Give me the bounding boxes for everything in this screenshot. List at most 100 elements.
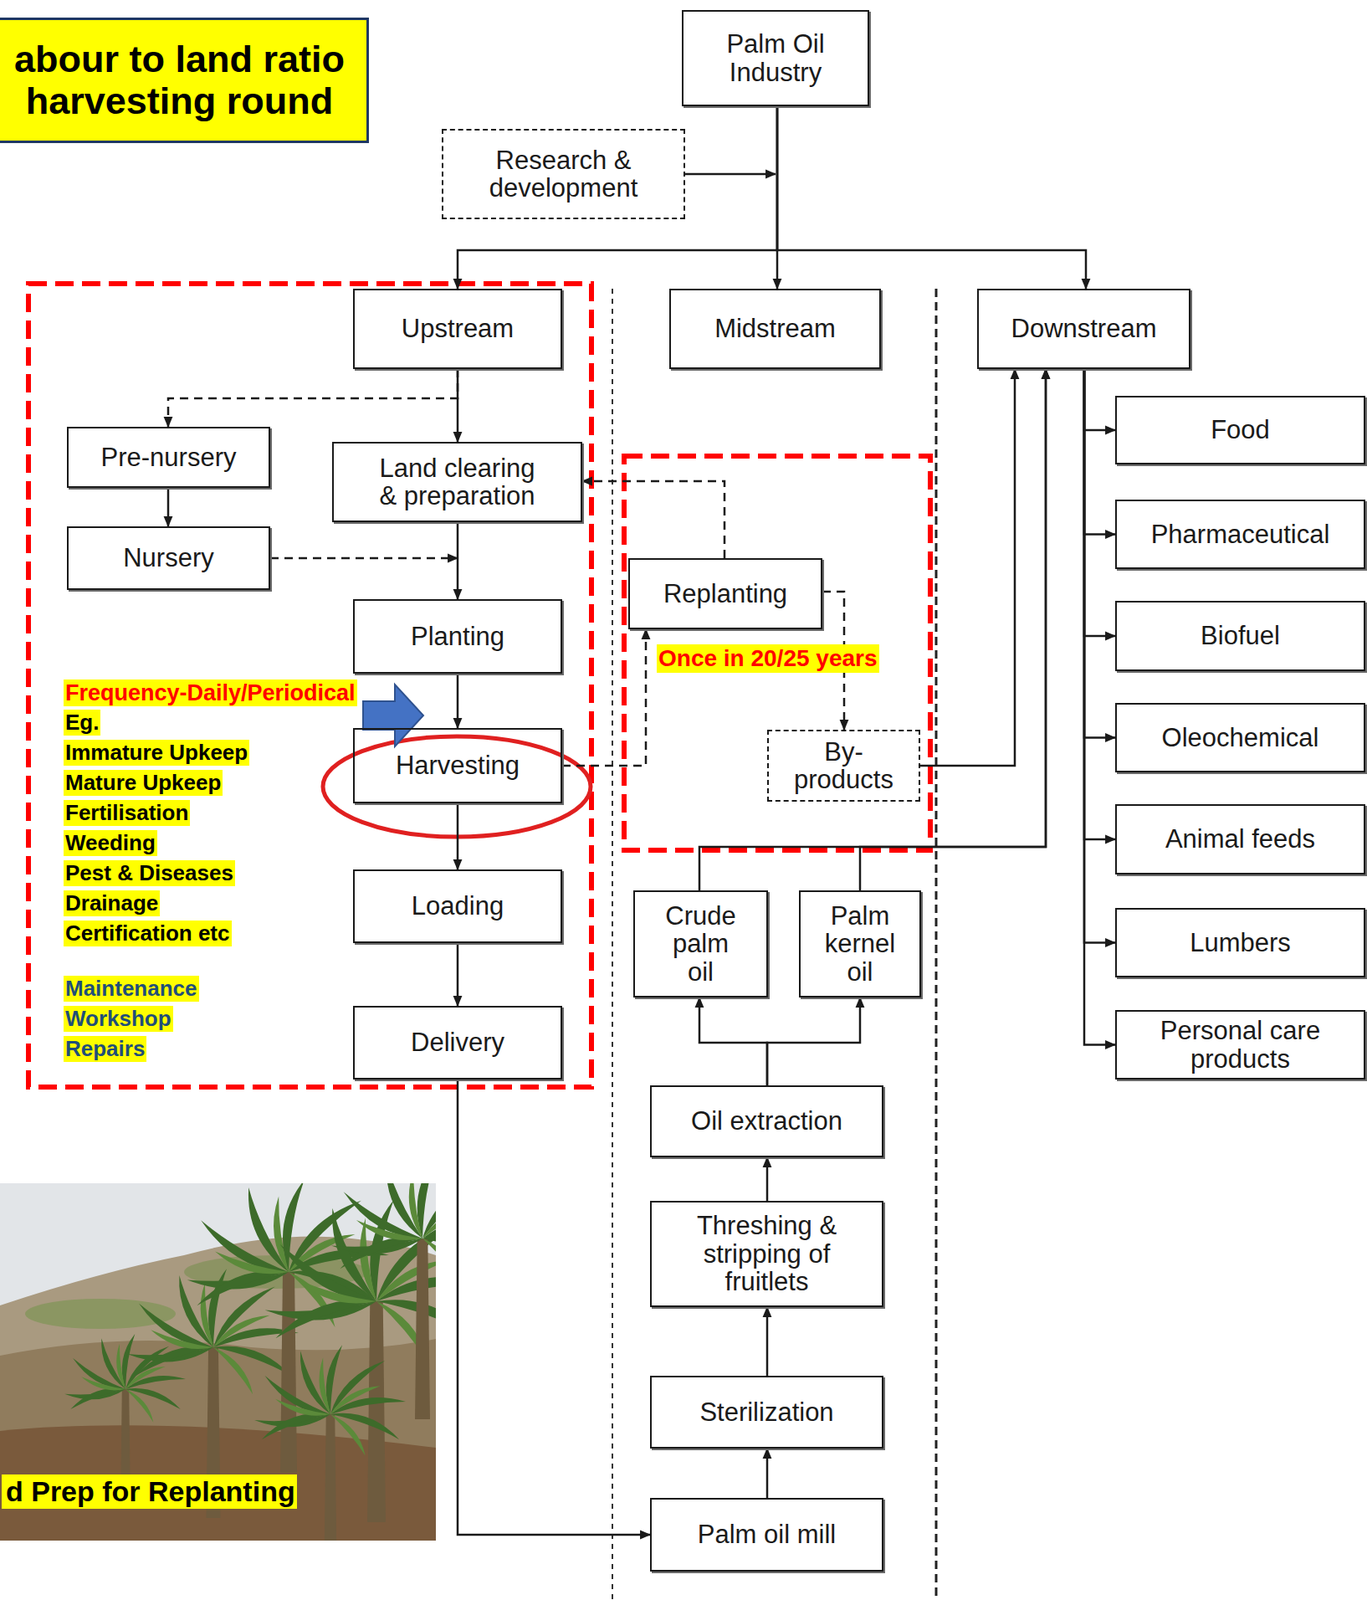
process-box: Sterilization: [650, 1375, 884, 1449]
box-label: Replanting: [663, 579, 788, 608]
connector-arrow: [1084, 368, 1116, 431]
box-label: By-products: [785, 737, 903, 794]
connector-arrow: [685, 173, 776, 176]
highlight-frame: [28, 283, 592, 1087]
box-label: Palm Oil Industry: [700, 30, 851, 87]
box-label: Loading: [411, 891, 504, 920]
process-box: Animal feeds: [1115, 803, 1366, 875]
annotation-label: Maintenance: [63, 975, 200, 1002]
connector-arrow: [1084, 368, 1116, 738]
connector-arrow: [1084, 368, 1116, 535]
process-box: Threshing & stripping of fruitlets: [650, 1200, 884, 1307]
box-label: Research & development: [443, 146, 684, 203]
box-label: Pharmaceutical: [1151, 520, 1331, 548]
process-box: Harvesting: [353, 727, 563, 804]
process-box: Food: [1115, 395, 1366, 465]
connector-arrow: [767, 997, 861, 1086]
connector-arrow: [168, 368, 458, 427]
annotation-label: Eg.: [63, 709, 101, 736]
palm-tree: [330, 1182, 436, 1419]
process-box: Upstream: [353, 288, 563, 369]
box-label: Harvesting: [395, 751, 520, 779]
pointer-arrow: [363, 684, 424, 747]
process-box: Biofuel: [1115, 600, 1366, 671]
connector-arrow: [920, 368, 1015, 766]
box-label: abour to land ratio harvesting round: [1, 38, 358, 123]
box-label: Oil extraction: [691, 1106, 843, 1135]
box-label: Planting: [410, 622, 505, 651]
box-label: Threshing & stripping of fruitlets: [683, 1211, 851, 1296]
process-box: Midstream: [669, 288, 881, 369]
annotation-label: Weeding: [63, 829, 158, 856]
connector-arrow: [1084, 368, 1116, 840]
connector-arrow: [456, 673, 460, 728]
connector-arrow: [562, 629, 646, 766]
process-box: Pharmaceutical: [1115, 499, 1366, 569]
box-label: Downstream: [1011, 314, 1158, 343]
dashed-box: Research & development: [441, 128, 686, 220]
connector-arrow: [1084, 368, 1116, 943]
highlight-frame: [624, 455, 931, 850]
process-box: Oleochemical: [1115, 702, 1366, 773]
stage-divider: [935, 288, 938, 1600]
connector-arrow: [766, 1157, 769, 1201]
annotation-label: Certification etc: [63, 920, 232, 947]
connector-arrow: [777, 106, 1086, 289]
connector-arrow: [456, 803, 460, 870]
process-box: Palm kernel oil: [798, 890, 922, 998]
connector-arrow: [766, 1306, 769, 1376]
connector-arrow: [456, 368, 460, 442]
annotation-label: d Prep for Replanting: [1, 1474, 297, 1509]
process-box: Crude palm oil: [633, 890, 768, 998]
connector-arrow: [1084, 368, 1116, 1045]
palm-tree: [254, 1343, 406, 1541]
process-box: Downstream: [977, 288, 1191, 369]
box-label: Palm oil mill: [697, 1520, 836, 1548]
annotation-label: Drainage: [63, 890, 160, 917]
box-label: Biofuel: [1200, 621, 1280, 650]
box-label: Personal care products: [1140, 1016, 1342, 1073]
box-label: Sterilization: [699, 1397, 834, 1426]
connector-arrow: [699, 997, 768, 1086]
box-label: Animal feeds: [1165, 824, 1316, 853]
process-box: Loading: [353, 869, 563, 943]
photo-vegetation: [25, 1298, 176, 1329]
process-box: Delivery: [353, 1005, 563, 1080]
box-label: Midstream: [714, 314, 836, 343]
connector-arrow: [699, 368, 1046, 891]
palm-tree: [264, 1197, 436, 1522]
annotation-label: Once in 20/25 years: [656, 644, 880, 673]
box-label: Delivery: [410, 1028, 505, 1056]
box-label: Oleochemical: [1162, 723, 1320, 752]
process-box: Personal care products: [1115, 1009, 1366, 1080]
connector-arrow: [457, 1079, 651, 1535]
process-box: Planting: [353, 599, 563, 674]
box-label: Lumbers: [1189, 928, 1291, 957]
process-box: Palm oil mill: [650, 1497, 884, 1572]
annotation-label: Pest & Diseases: [63, 860, 236, 886]
connector-arrow: [456, 522, 460, 600]
process-box: Replanting: [628, 558, 823, 630]
connector-arrow: [860, 368, 1046, 891]
box-label: Land clearing & preparation: [371, 454, 543, 511]
stage-divider: [611, 288, 614, 1600]
process-box: Pre-nursery: [66, 426, 271, 488]
box-label: Upstream: [401, 314, 514, 343]
box-label: Palm kernel oil: [818, 901, 902, 986]
box-label: Crude palm oil: [659, 901, 743, 986]
process-box: Oil extraction: [650, 1085, 884, 1158]
connector-arrow: [1084, 368, 1116, 636]
annotation-label: Frequency-Daily/Periodical: [63, 679, 358, 707]
process-box: Nursery: [66, 526, 271, 590]
replanting-photo: [0, 1182, 436, 1541]
box-label: Pre-nursery: [101, 443, 237, 472]
box-label: Nursery: [122, 543, 215, 572]
connector-arrow: [766, 1448, 769, 1498]
connector-arrow: [456, 942, 460, 1006]
annotation-label: Repairs: [63, 1035, 147, 1062]
connector-arrow: [167, 487, 170, 527]
note-box: abour to land ratio harvesting round: [0, 17, 369, 144]
